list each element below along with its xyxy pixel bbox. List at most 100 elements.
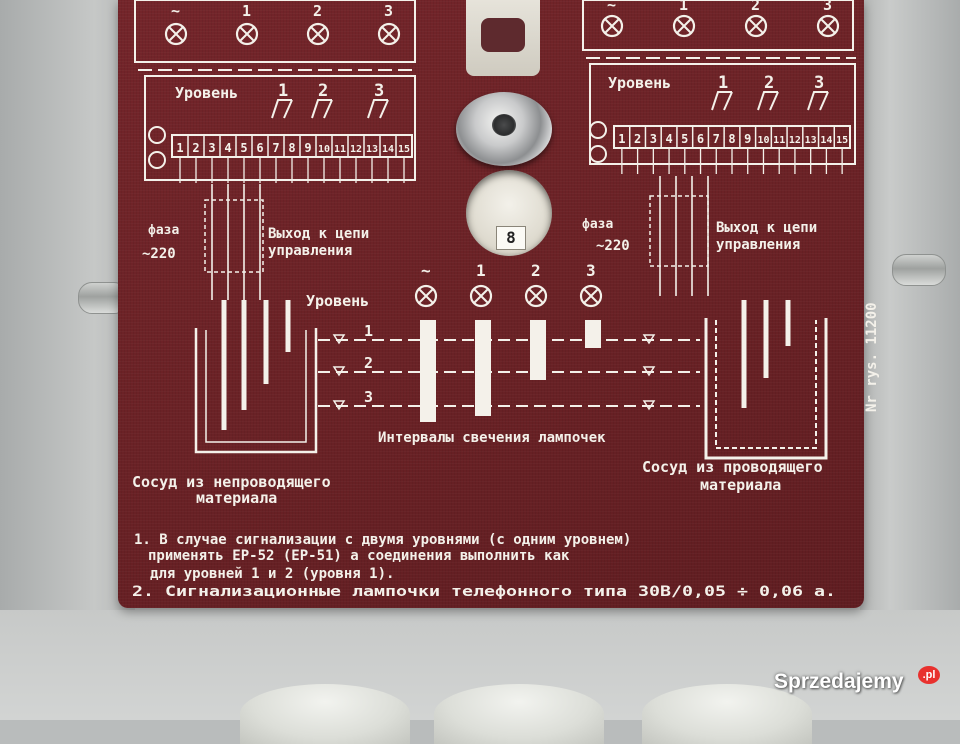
right-lamp-label: ~ [607, 0, 616, 14]
diagram-level-word: Уровень [306, 292, 369, 310]
left-lamp-icon [235, 22, 259, 46]
left-vessel-line1: Сосуд из непроводящего [132, 473, 331, 491]
right-lamp-icon [672, 14, 696, 38]
right-level-number: 2 [764, 73, 774, 93]
right-vessel-line2: материала [700, 476, 781, 494]
right-terminal: 4 [665, 132, 672, 146]
right-terminal: 3 [650, 132, 657, 146]
left-terminal: 10 [318, 144, 330, 155]
right-terminal: 15 [836, 135, 848, 146]
diagram-level-number: 1 [364, 322, 373, 340]
left-lamp-icon [306, 22, 330, 46]
notes: 1. В случае сигнализации с двумя уровням… [132, 532, 836, 600]
right-terminal: 2 [634, 132, 641, 146]
left-terminal: 13 [366, 144, 378, 155]
interval-bar-phase [420, 320, 436, 422]
left-level-number: 2 [318, 81, 328, 101]
left-terminal: 12 [350, 144, 362, 155]
right-lamp-label: 2 [751, 0, 760, 14]
right-lamp-icon [744, 14, 768, 38]
left-voltage-label: ~220 [142, 246, 176, 262]
watermark-text: Sprzedajemy [774, 670, 904, 693]
note-line1: 1. В случае сигнализации с двумя уровням… [134, 532, 631, 548]
left-level-number: 3 [374, 81, 384, 101]
left-terminal: 4 [224, 141, 231, 155]
left-terminal: 15 [398, 144, 410, 155]
right-level-number: 3 [814, 73, 824, 93]
counter-digit: 8 [496, 226, 526, 250]
interval-bar-3 [585, 320, 601, 348]
diagram-lamp-label: 1 [476, 261, 486, 280]
left-phase-label: фаза [148, 223, 179, 238]
left-terminal: 9 [304, 141, 311, 155]
right-lamp-icon [816, 14, 840, 38]
right-terminal: 5 [681, 132, 688, 146]
right-screw-icon [589, 145, 607, 163]
left-lamp-label: 2 [313, 2, 322, 20]
interval-bar-2 [530, 320, 546, 380]
left-vessel-line2: материала [196, 489, 277, 507]
right-lamp-icon [600, 14, 624, 38]
left-lamp-icon [377, 22, 401, 46]
right-output-line2: управления [716, 237, 800, 253]
left-terminal: 14 [382, 144, 394, 155]
left-level-word: Уровень [175, 84, 238, 102]
left-terminal: 1 [176, 141, 183, 155]
right-terminal: 6 [697, 132, 704, 146]
enclosure-right-wall [860, 0, 960, 720]
right-terminal: 7 [713, 132, 720, 146]
left-terminal: 11 [334, 144, 346, 155]
left-lamp-label: 3 [384, 2, 393, 20]
left-terminal: 3 [208, 141, 215, 155]
manufacturer-logo [481, 18, 525, 52]
nut-hole [492, 114, 516, 136]
drawing-number: Nr rys. 11200 [864, 302, 880, 412]
left-output-line1: Выход к цепи [268, 226, 369, 242]
left-level-number: 1 [278, 81, 288, 101]
right-terminal: 8 [728, 132, 735, 146]
right-ground-icon [589, 121, 607, 139]
note-line4: 2. Сигнализационные лампочки телефонного… [132, 584, 836, 600]
right-terminal: 13 [805, 135, 817, 146]
left-lamp-icon [164, 22, 188, 46]
left-terminal: 2 [192, 141, 199, 155]
left-terminal: 6 [256, 141, 263, 155]
enclosure-left-wall [0, 0, 135, 720]
left-lamp-label: ~ [171, 2, 180, 20]
left-terminal: 7 [272, 141, 279, 155]
diagram-lamp-icon [414, 284, 438, 308]
right-terminal: 12 [789, 135, 801, 146]
left-terminal: 5 [240, 141, 247, 155]
right-level-word: Уровень [608, 74, 671, 92]
diagram-lamp-icon [524, 284, 548, 308]
diagram-lamp-label: 2 [531, 261, 541, 280]
right-level-number: 1 [718, 73, 728, 93]
right-lamp-label: 3 [823, 0, 832, 14]
right-phase-label: фаза [582, 217, 613, 232]
diagram-lamp-icon [469, 284, 493, 308]
right-terminal: 10 [757, 135, 769, 146]
diagram-level-number: 2 [364, 354, 373, 372]
standoff-right [892, 254, 946, 286]
right-terminal: 9 [744, 132, 751, 146]
note-line3: для уровней 1 и 2 (уровня 1). [150, 566, 394, 582]
right-output-line1: Выход к цепи [716, 220, 817, 236]
right-terminal: 14 [820, 135, 832, 146]
left-screw-icon [148, 151, 166, 169]
interval-bar-1 [475, 320, 491, 416]
watermark-suffix: .pl [918, 666, 940, 684]
intervals-caption: Интервалы свечения лампочек [378, 430, 606, 446]
left-lamp-label: 1 [242, 2, 251, 20]
diagram-level-number: 3 [364, 388, 373, 406]
left-output-line2: управления [268, 243, 352, 259]
diagram-lamp-label: ~ [421, 261, 431, 280]
right-vessel-line1: Сосуд из проводящего [642, 458, 823, 476]
right-voltage-label: ~220 [596, 238, 630, 254]
right-terminal: 11 [773, 135, 785, 146]
right-lamp-label: 1 [679, 0, 688, 14]
diagram-lamp-icon [579, 284, 603, 308]
